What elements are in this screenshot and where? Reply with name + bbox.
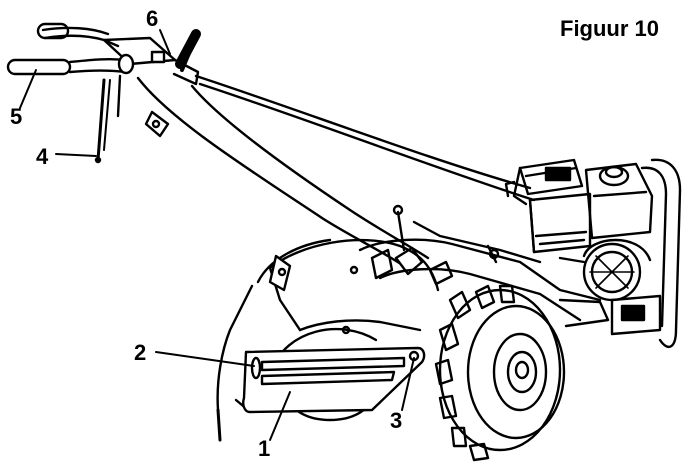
leader-1 — [269, 391, 291, 441]
leader-6 — [159, 29, 171, 55]
handlebar — [6, 22, 201, 86]
callout-2: 2 — [134, 340, 147, 365]
left-grip-upper — [36, 22, 70, 40]
handle-lock — [150, 50, 166, 64]
leader-5 — [19, 69, 37, 109]
callout-6: 6 — [146, 6, 159, 31]
wheel — [434, 284, 566, 462]
engine — [504, 158, 654, 302]
depth-bar-plate — [242, 346, 426, 414]
callout-4: 4 — [36, 144, 49, 169]
leader-3 — [401, 357, 415, 411]
callout-3: 3 — [390, 408, 403, 433]
transmission-frame — [358, 204, 610, 328]
leader-4 — [55, 153, 97, 157]
leader-2 — [155, 351, 255, 367]
handle-grip — [6, 58, 72, 76]
leader-lines — [19, 29, 415, 441]
callout-1: 1 — [258, 436, 271, 461]
control-rods — [94, 74, 122, 164]
figure-title: Figuur 10 — [560, 16, 660, 41]
callout-5: 5 — [10, 104, 23, 129]
front-bumper — [610, 158, 682, 349]
